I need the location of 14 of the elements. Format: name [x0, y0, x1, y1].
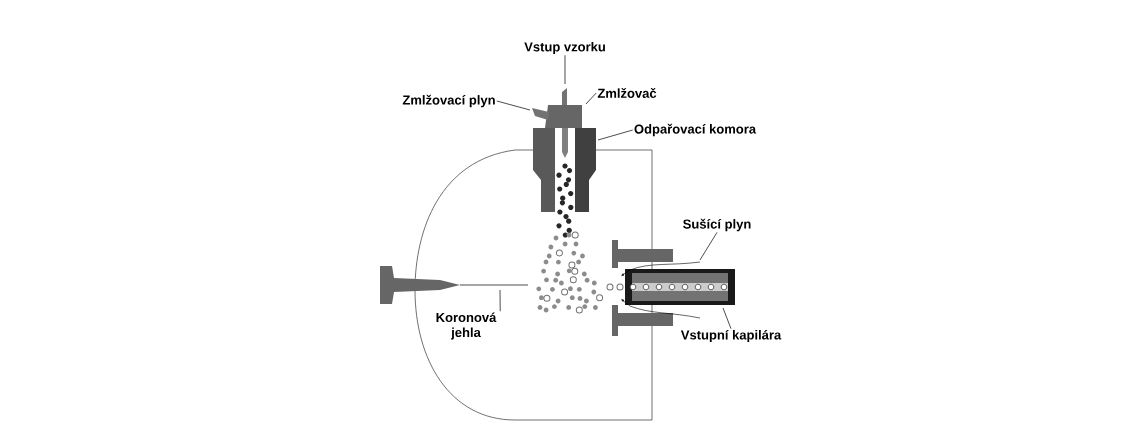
- leader-line: [564, 54, 566, 85]
- part-label: Koronová jehla: [436, 312, 497, 340]
- leader-line: [499, 289, 501, 312]
- leader-line: [722, 307, 732, 330]
- part-label: Zmlžovač: [597, 88, 657, 98]
- leader-line: [597, 129, 634, 141]
- part-label: Odpařovací komora: [634, 123, 757, 137]
- leader-line: [585, 92, 597, 105]
- part-label: Vstupní kapilára: [680, 329, 782, 343]
- part-label: Zmlžovací plyn: [402, 94, 495, 108]
- part-label: Sušící plyn: [683, 218, 751, 232]
- part-label: Vstup vzorku: [524, 41, 605, 55]
- leader-line: [496, 100, 531, 111]
- leader-line: [699, 232, 718, 261]
